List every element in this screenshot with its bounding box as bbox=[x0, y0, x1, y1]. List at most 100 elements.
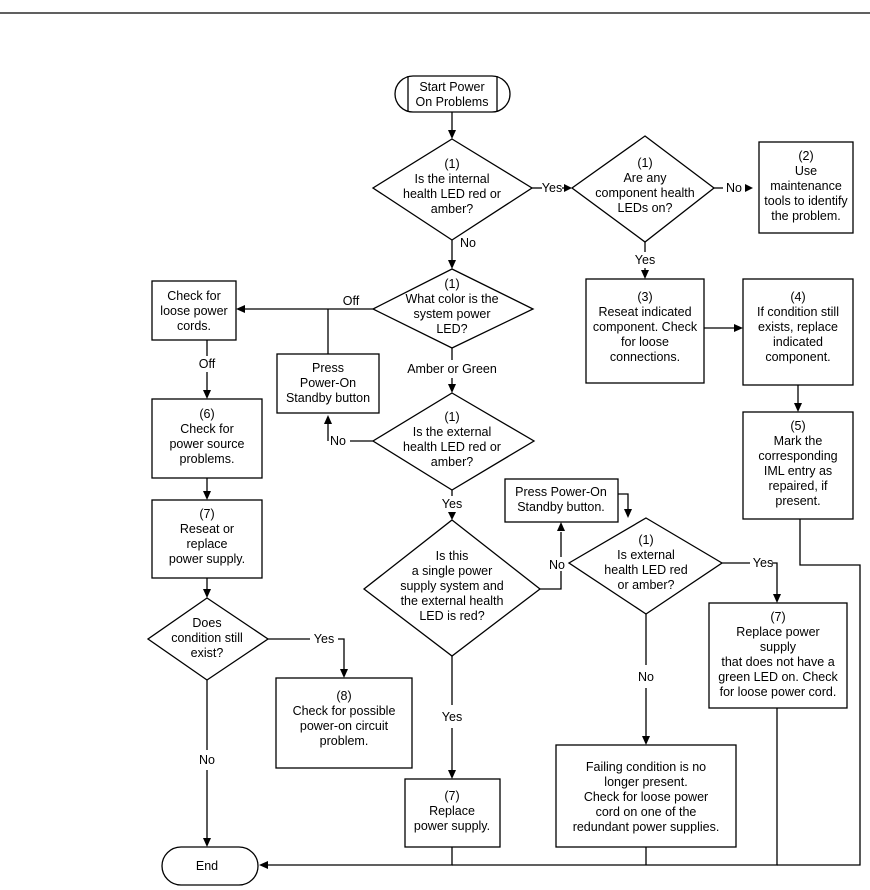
replace-component-line-4: indicated bbox=[773, 335, 823, 349]
q-internal-line-4: amber? bbox=[431, 202, 473, 216]
node-q-single-supply: Is this a single power supply system and… bbox=[362, 519, 542, 657]
mark-iml-line-6: present. bbox=[775, 494, 820, 508]
mark-iml-line-3: corresponding bbox=[758, 449, 837, 463]
check-cords-line-2: loose power bbox=[160, 304, 227, 318]
press-standby-1-line-3: Standby button bbox=[286, 391, 370, 405]
node-q-component: (1) Are any component health LEDs on? bbox=[570, 135, 716, 243]
press-standby-2-line-1: Press Power-On bbox=[515, 485, 607, 499]
arrowhead bbox=[773, 594, 781, 603]
node-q-power-led: (1) What color is the system power LED? bbox=[371, 268, 535, 349]
start-terminator-shape bbox=[394, 75, 511, 113]
check-cords-box bbox=[151, 280, 237, 341]
q-internal-line-3: health LED red or bbox=[403, 187, 501, 201]
replace-component-line-1: (4) bbox=[790, 290, 805, 304]
replace-supply-line-3: power supply. bbox=[414, 819, 490, 833]
check-cords-line-1: Check for bbox=[167, 289, 221, 303]
label-no-internal: No bbox=[460, 236, 476, 250]
failing-line-2: longer present. bbox=[604, 775, 687, 789]
start-line-1: Start Power bbox=[419, 80, 484, 94]
reseat-component-line-4: for loose bbox=[621, 335, 669, 349]
edge-return-replace bbox=[267, 847, 453, 866]
press-standby-2-box bbox=[504, 478, 619, 523]
replace-supply-line-2: Replace bbox=[429, 804, 475, 818]
connectors bbox=[203, 112, 861, 869]
node-use-tools: (2) Use maintenance tools to identify th… bbox=[758, 141, 854, 234]
node-replace-no-green: (7) Replace power supply that does not h… bbox=[708, 602, 848, 709]
node-replace-supply: (7) Replace power supply. bbox=[404, 778, 501, 848]
press-standby-1-line-1: Press bbox=[312, 361, 344, 375]
arrowhead bbox=[448, 384, 456, 393]
edge-press2-to-external2 bbox=[618, 493, 629, 510]
label-no-external: No bbox=[330, 434, 346, 448]
arrowhead bbox=[641, 270, 649, 279]
q-external-2-line-3: health LED red bbox=[604, 563, 687, 577]
mark-iml-line-5: repaired, if bbox=[768, 479, 828, 493]
check-power-source-box bbox=[151, 398, 263, 479]
decision-power-led-shape bbox=[371, 268, 535, 349]
arrowhead bbox=[745, 184, 753, 192]
q-power-led-line-2: What color is the bbox=[405, 292, 498, 306]
reseat-supply-line-3: replace bbox=[187, 537, 228, 551]
decision-internal-shape bbox=[371, 138, 534, 241]
node-replace-component: (4) If condition still exists, replace i… bbox=[742, 278, 854, 386]
arrowhead bbox=[794, 403, 802, 412]
label-yes-internal: Yes bbox=[542, 181, 562, 195]
node-q-external-2: (1) Is external health LED red or amber? bbox=[567, 517, 724, 615]
reseat-supply-line-1: (7) bbox=[199, 507, 214, 521]
arrowhead bbox=[448, 130, 456, 139]
q-internal-line-2: Is the internal bbox=[414, 172, 489, 186]
q-single-line-3: supply system and bbox=[400, 579, 504, 593]
arrowhead bbox=[236, 305, 245, 313]
edge-labels: Yes No No Yes Off Off Amber or Green No … bbox=[199, 181, 773, 767]
check-circuit-line-2: Check for possible bbox=[293, 704, 396, 718]
arrowhead bbox=[624, 509, 632, 518]
arrowhead bbox=[448, 770, 456, 779]
label-no-external-2: No bbox=[638, 670, 654, 684]
label-no-single: No bbox=[549, 558, 565, 572]
node-check-cords: Check for loose power cords. bbox=[151, 280, 237, 341]
check-source-line-2: Check for bbox=[180, 422, 234, 436]
node-end: End bbox=[161, 846, 259, 886]
use-tools-line-2: Use bbox=[795, 164, 817, 178]
replace-no-green-box bbox=[708, 602, 848, 709]
label-yes-component: Yes bbox=[635, 253, 655, 267]
q-power-led-line-1: (1) bbox=[444, 277, 459, 291]
label-yes-external-2: Yes bbox=[753, 556, 773, 570]
q-condition-line-1: Does bbox=[192, 616, 221, 630]
arrowhead bbox=[564, 184, 572, 192]
decision-component-shape bbox=[570, 135, 716, 243]
node-failing-condition: Failing condition is no longer present. … bbox=[555, 744, 737, 848]
arrowhead bbox=[557, 522, 565, 531]
arrowhead bbox=[642, 736, 650, 745]
check-circuit-box bbox=[275, 677, 413, 769]
check-source-line-3: power source bbox=[169, 437, 244, 451]
press-standby-1-box bbox=[276, 353, 380, 414]
node-press-standby-2: Press Power-On Standby button. bbox=[504, 478, 619, 523]
arrowhead bbox=[448, 260, 456, 269]
check-source-line-1: (6) bbox=[199, 407, 214, 421]
reseat-component-line-1: (3) bbox=[637, 290, 652, 304]
arrowhead bbox=[324, 415, 332, 424]
edge-condition-yes-b bbox=[338, 638, 345, 670]
node-q-internal: (1) Is the internal health LED red or am… bbox=[371, 138, 534, 241]
q-external-2-line-4: or amber? bbox=[618, 578, 675, 592]
failing-condition-box bbox=[555, 744, 737, 848]
end-label: End bbox=[196, 859, 218, 873]
label-amber-green: Amber or Green bbox=[407, 362, 497, 376]
replace-no-green-line-4: that does not have a bbox=[721, 655, 834, 669]
q-condition-line-2: condition still bbox=[171, 631, 243, 645]
replace-no-green-line-2: Replace power bbox=[736, 625, 819, 639]
arrowhead bbox=[203, 589, 211, 598]
check-circuit-line-3: power-on circuit bbox=[300, 719, 389, 733]
node-q-external: (1) Is the external health LED red or am… bbox=[371, 392, 536, 491]
mark-iml-line-4: IML entry as bbox=[764, 464, 832, 478]
use-tools-box bbox=[758, 141, 854, 234]
q-external-2-line-2: Is external bbox=[617, 548, 675, 562]
q-external-line-1: (1) bbox=[444, 410, 459, 424]
q-single-line-2: a single power bbox=[412, 564, 493, 578]
mark-iml-line-2: Mark the bbox=[774, 434, 823, 448]
node-reseat-supply: (7) Reseat or replace power supply. bbox=[151, 499, 263, 579]
edge-external2-yes-b bbox=[772, 562, 778, 596]
